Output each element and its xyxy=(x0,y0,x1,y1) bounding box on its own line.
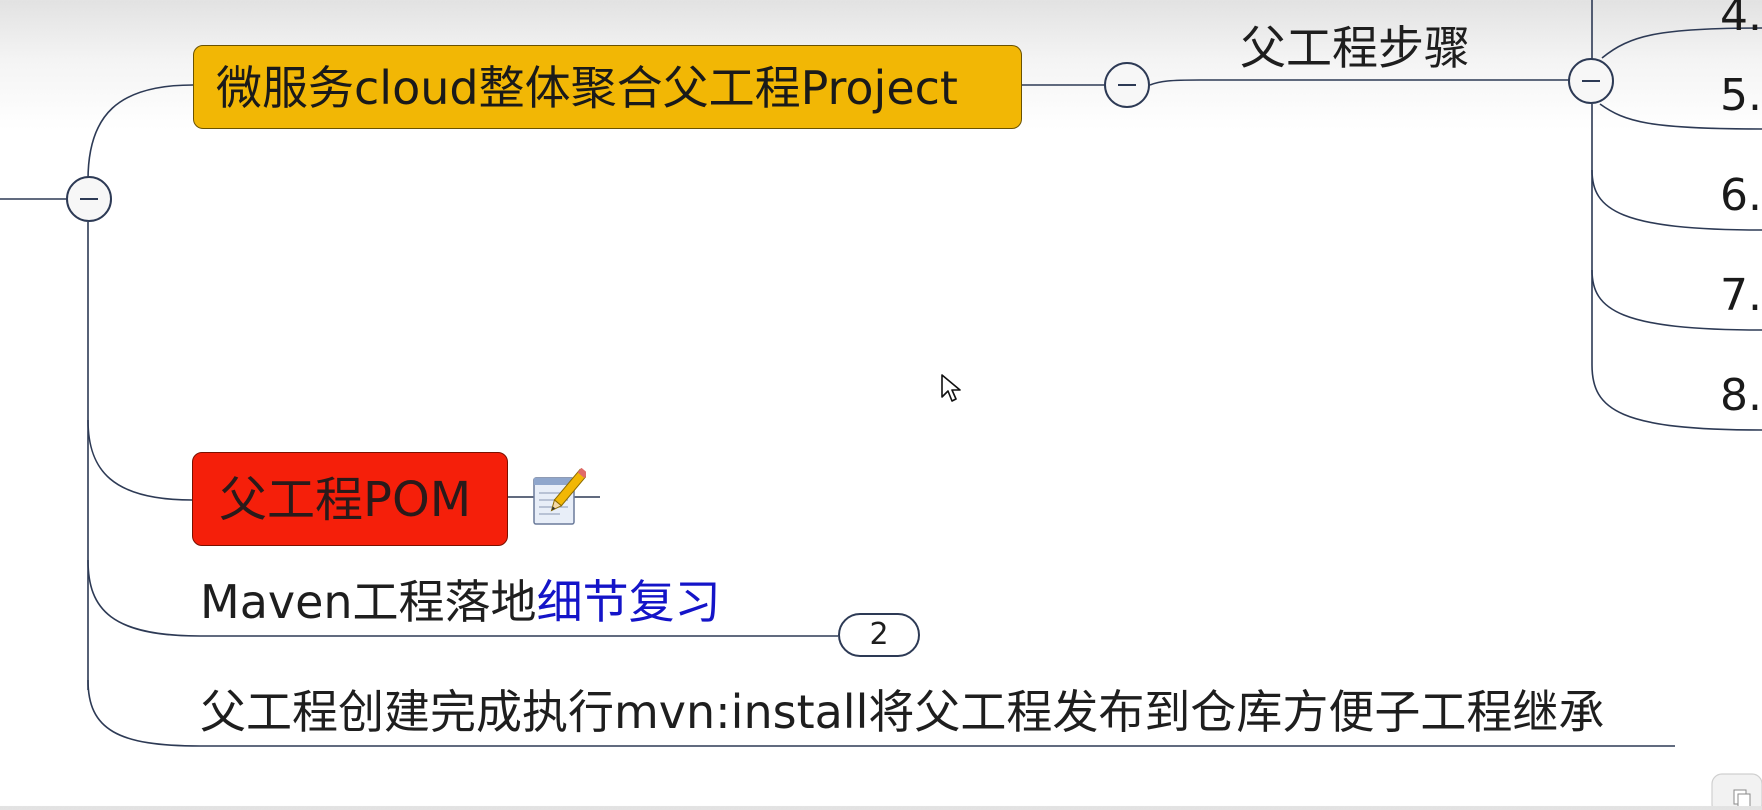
maven-topic[interactable]: Maven工程落地细节复习 xyxy=(200,570,721,634)
trunk-to-project xyxy=(87,84,194,181)
step-number-5[interactable]: 5. xyxy=(1720,70,1762,121)
step-number-7[interactable]: 7. xyxy=(1720,270,1762,321)
branch-8 xyxy=(1591,364,1762,431)
collapse-to-steps xyxy=(1149,79,1570,86)
project-collapse-button[interactable] xyxy=(1104,62,1150,108)
branch-5 xyxy=(1599,103,1762,130)
collapsed-count-badge[interactable]: 2 xyxy=(838,613,920,657)
step-number-8[interactable]: 8. xyxy=(1720,370,1762,421)
branch-7 xyxy=(1591,269,1762,331)
trunk-to-install xyxy=(87,679,1675,747)
branch-6 xyxy=(1591,169,1762,231)
pom-topic[interactable]: 父工程POM xyxy=(192,452,508,546)
install-topic[interactable]: 父工程创建完成执行mvn:install将父工程发布到仓库方便子工程继承 xyxy=(200,685,1605,739)
project-topic[interactable]: 微服务cloud整体聚合父工程Project xyxy=(193,45,1022,129)
trunk-to-maven xyxy=(87,559,838,637)
mouse-pointer-icon xyxy=(940,373,964,405)
steps-topic[interactable]: 父工程步骤 xyxy=(1240,21,1470,75)
steps-collapse-button[interactable] xyxy=(1568,58,1614,104)
maven-topic-link[interactable]: 细节复习 xyxy=(536,575,721,629)
notepad-pencil-icon[interactable] xyxy=(530,467,589,528)
maven-topic-text: Maven工程落地 xyxy=(200,575,537,629)
trunk-to-pom xyxy=(87,419,193,501)
step-number-6[interactable]: 6. xyxy=(1720,170,1762,221)
branch-4 xyxy=(1601,27,1762,59)
page-corner-icon[interactable] xyxy=(1708,770,1762,810)
step-number-4[interactable]: 4. xyxy=(1720,0,1762,41)
root-collapse-button[interactable] xyxy=(66,176,112,222)
